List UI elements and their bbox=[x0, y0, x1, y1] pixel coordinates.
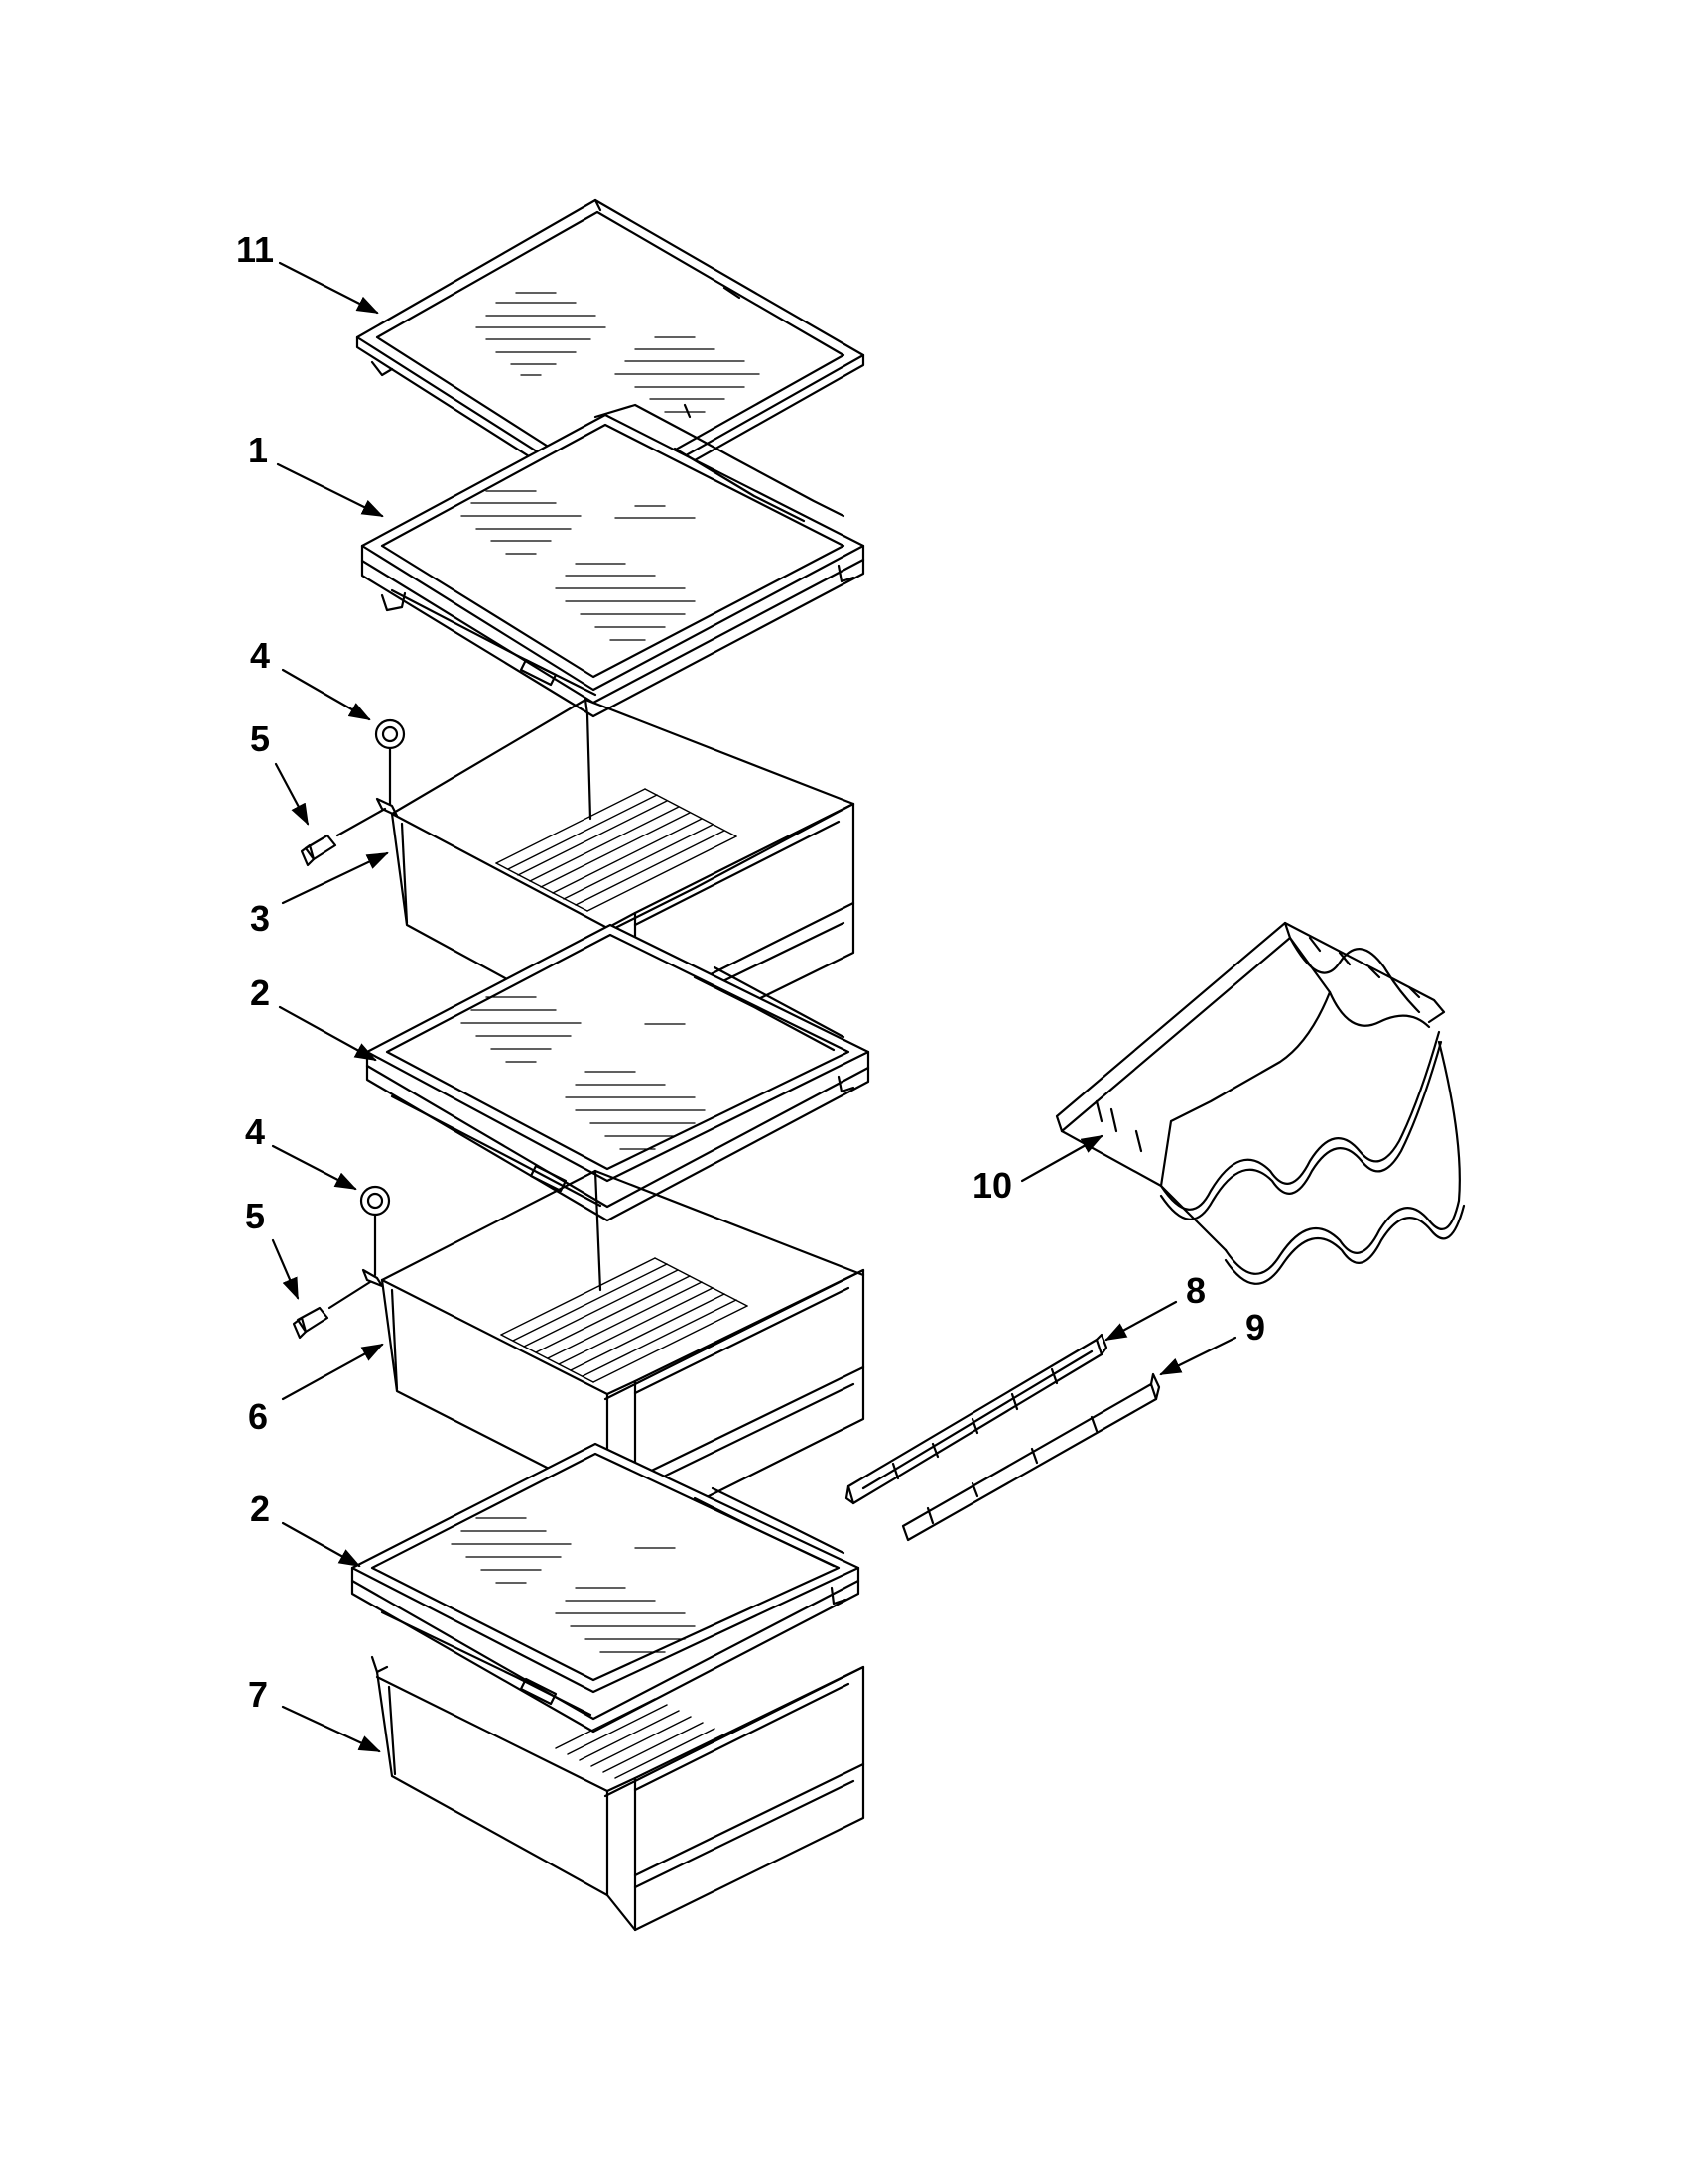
part-8-slide-rail bbox=[844, 1333, 1108, 1505]
part-5-screw-lower bbox=[292, 1280, 372, 1340]
callout-6[interactable]: 6 bbox=[248, 1396, 268, 1437]
leader-11 bbox=[278, 261, 379, 315]
leader-4a bbox=[281, 668, 371, 721]
leader-8 bbox=[1104, 1300, 1178, 1342]
part-1-shelf-frame bbox=[360, 403, 865, 718]
callout-5b[interactable]: 5 bbox=[245, 1196, 265, 1236]
leader-1 bbox=[276, 462, 384, 518]
part-4-roller-lower bbox=[359, 1185, 391, 1288]
leader-5a bbox=[274, 762, 310, 826]
callout-5a[interactable]: 5 bbox=[250, 718, 270, 759]
leader-2b bbox=[281, 1521, 361, 1568]
part-4-roller-upper bbox=[374, 718, 406, 818]
callout-2b[interactable]: 2 bbox=[250, 1488, 270, 1529]
leader-10 bbox=[1020, 1134, 1103, 1183]
callout-4a[interactable]: 4 bbox=[250, 635, 270, 676]
leader-5b bbox=[271, 1238, 300, 1300]
callout-7[interactable]: 7 bbox=[248, 1674, 268, 1715]
part-7-bottom-drawer bbox=[370, 1655, 865, 1932]
part-10-wine-rack bbox=[1055, 921, 1466, 1285]
part-11-glass-shelf bbox=[355, 198, 865, 510]
callout-labels: 11 1 4 5 3 2 4 5 6 2 7 10 8 9 bbox=[236, 229, 1265, 1715]
callout-2a[interactable]: 2 bbox=[250, 972, 270, 1013]
callout-8[interactable]: 8 bbox=[1186, 1270, 1206, 1311]
callout-9[interactable]: 9 bbox=[1245, 1307, 1265, 1348]
leader-6 bbox=[281, 1343, 384, 1401]
leader-2a bbox=[278, 1005, 377, 1062]
part-5-screw-upper bbox=[300, 807, 387, 867]
callout-leaders bbox=[271, 261, 1237, 1753]
part-6-crisper-drawer bbox=[380, 1169, 865, 1535]
leader-7 bbox=[281, 1705, 381, 1753]
callout-4b[interactable]: 4 bbox=[245, 1111, 265, 1152]
callout-1[interactable]: 1 bbox=[248, 430, 268, 470]
callout-10[interactable]: 10 bbox=[973, 1165, 1012, 1206]
leader-4b bbox=[271, 1144, 357, 1191]
callout-3[interactable]: 3 bbox=[250, 898, 270, 939]
leader-9 bbox=[1159, 1336, 1237, 1376]
callout-11[interactable]: 11 bbox=[236, 229, 274, 270]
leader-3 bbox=[281, 851, 389, 905]
part-9-slide-rail bbox=[901, 1372, 1161, 1542]
part-2-shelf-frame-upper bbox=[365, 923, 870, 1222]
part-2-shelf-frame-lower bbox=[350, 1442, 860, 1734]
